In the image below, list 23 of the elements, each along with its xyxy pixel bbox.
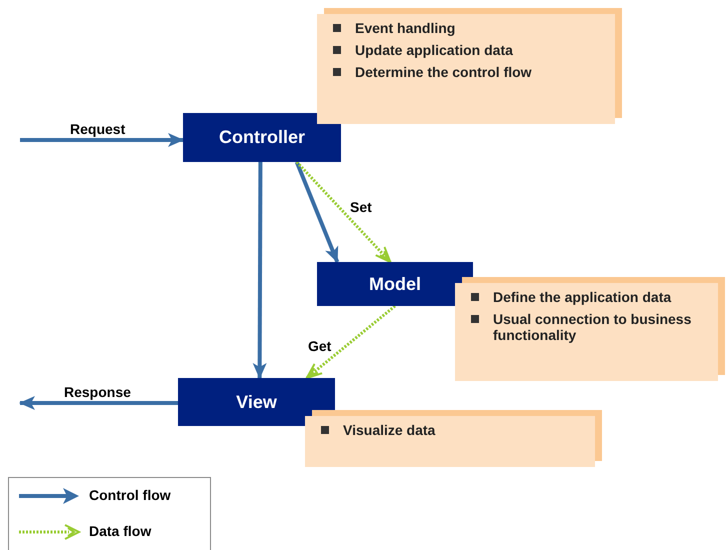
- control-flow-arrow: [252, 162, 267, 379]
- bullet-item: Event handling: [333, 20, 605, 36]
- note-card: [317, 14, 615, 124]
- note-card: [305, 416, 595, 467]
- edge-label: Set: [348, 199, 374, 215]
- control-flow-arrow: [19, 396, 178, 410]
- bullet-item: Determine the control flow: [333, 64, 605, 80]
- legend-label: Data flow: [89, 523, 152, 539]
- model-box: [317, 262, 473, 306]
- view-box: [178, 378, 335, 426]
- bullet-item: Update application data: [333, 42, 605, 58]
- edge-label: Get: [306, 338, 334, 354]
- controller-box: [183, 113, 341, 162]
- control-flow-arrow: [20, 132, 184, 147]
- box-title: Model: [369, 274, 421, 294]
- box-title: Controller: [218, 127, 305, 148]
- edge-label: Response: [62, 384, 133, 400]
- legend-label: Control flow: [89, 487, 171, 503]
- note-card: [455, 283, 718, 381]
- edge-label: Request: [68, 121, 128, 137]
- box-title: View: [236, 392, 277, 412]
- bullet-item: Usual connection to business functionality: [471, 311, 708, 344]
- control-flow-arrow: [294, 161, 340, 263]
